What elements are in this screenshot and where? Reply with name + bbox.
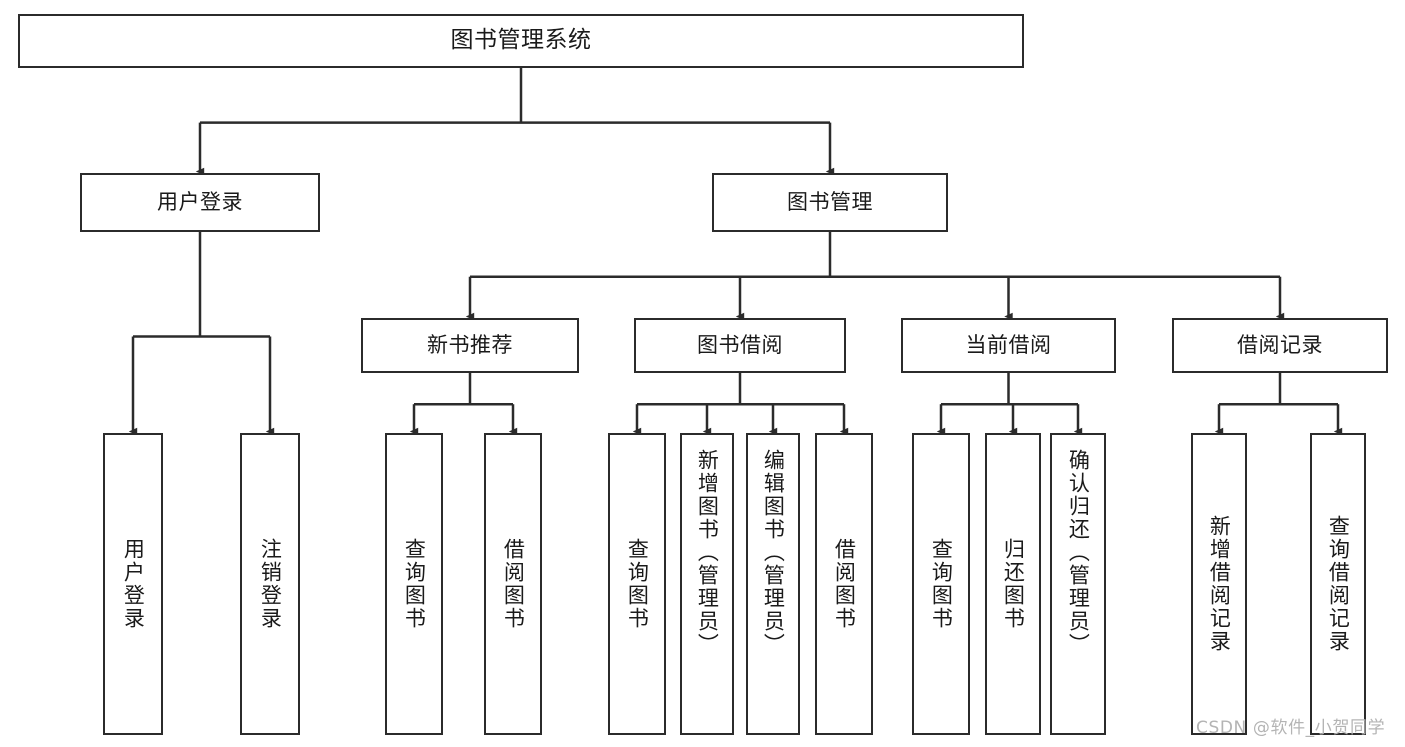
node-leaf-query-book-3: 查询图书 (912, 433, 970, 735)
node-borrow-record: 借阅记录 (1172, 318, 1388, 373)
node-label: 用户登录 (157, 190, 243, 215)
node-label: 新增图书（管理员） (695, 449, 720, 656)
node-label: 查询图书 (402, 538, 427, 630)
node-label: 图书管理系统 (450, 27, 592, 54)
node-leaf-query-record: 查询借阅记录 (1310, 433, 1366, 735)
node-leaf-return-book: 归还图书 (985, 433, 1041, 735)
node-leaf-query-book-1: 查询图书 (385, 433, 443, 735)
node-label: 借阅图书 (832, 538, 857, 630)
node-label: 借阅记录 (1237, 333, 1323, 358)
node-label: 当前借阅 (965, 333, 1052, 358)
node-leaf-add-book: 新增图书（管理员） (680, 433, 734, 735)
node-book-borrow: 图书借阅 (634, 318, 846, 373)
node-leaf-user-logout: 注销登录 (240, 433, 300, 735)
node-label: 查询借阅记录 (1326, 515, 1351, 653)
node-label: 借阅图书 (501, 538, 526, 630)
node-leaf-add-record: 新增借阅记录 (1191, 433, 1247, 735)
node-leaf-confirm-return: 确认归还（管理员） (1050, 433, 1106, 735)
node-user-login: 用户登录 (80, 173, 320, 232)
node-leaf-user-login: 用户登录 (103, 433, 163, 735)
node-current-borrow: 当前借阅 (901, 318, 1116, 373)
node-leaf-borrow-book-1: 借阅图书 (484, 433, 542, 735)
node-leaf-borrow-book-2: 借阅图书 (815, 433, 873, 735)
csdn-watermark: CSDN @软件_小贺同学 (1196, 718, 1386, 738)
node-label: 图书管理 (787, 190, 873, 215)
node-label: 图书借阅 (697, 333, 783, 358)
node-label: 查询图书 (625, 538, 650, 630)
node-label: 注销登录 (258, 538, 283, 630)
node-root: 图书管理系统 (18, 14, 1024, 68)
node-new-book-rec: 新书推荐 (361, 318, 579, 373)
node-label: 用户登录 (121, 538, 146, 630)
node-label: 查询图书 (929, 538, 954, 630)
node-label: 归还图书 (1001, 538, 1026, 630)
node-leaf-edit-book: 编辑图书（管理员） (746, 433, 800, 735)
node-label: 编辑图书（管理员） (761, 449, 786, 656)
node-leaf-query-book-2: 查询图书 (608, 433, 666, 735)
edge-group (128, 68, 1343, 436)
node-label: 新增借阅记录 (1207, 515, 1232, 653)
node-label: 确认归还（管理员） (1066, 449, 1091, 656)
node-label: 新书推荐 (427, 333, 513, 358)
node-book-manage: 图书管理 (712, 173, 948, 232)
